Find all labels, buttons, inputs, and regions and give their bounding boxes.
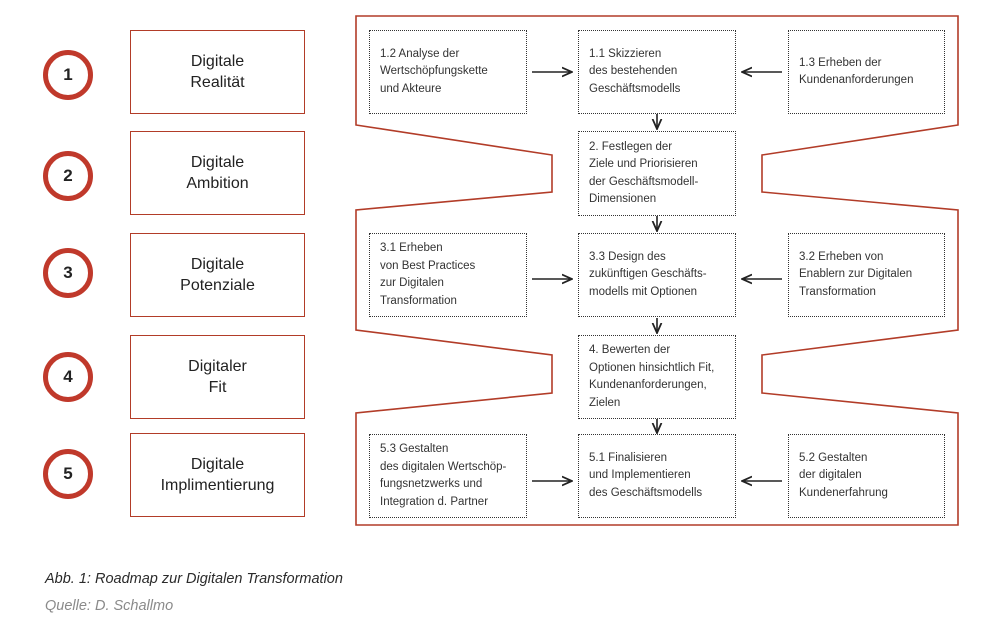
step-3-2-box: 3.2 Erheben von Enablern zur Digitalen T… bbox=[788, 233, 945, 317]
figure-caption: Abb. 1: Roadmap zur Digitalen Transforma… bbox=[45, 571, 343, 587]
phase-number-badge: 5 bbox=[43, 449, 93, 499]
phase-label-line: Ambition bbox=[186, 175, 249, 192]
step-5-2-box: 5.2 Gestalten der digitalen Kundenerfahr… bbox=[788, 434, 945, 518]
phase-box-digitaler-fit: Digitaler Fit bbox=[130, 335, 305, 419]
step-3-1-box: 3.1 Erheben von Best Practices zur Digit… bbox=[369, 233, 527, 317]
step-3-3-box: 3.3 Design des zukünftigen Geschäfts- mo… bbox=[578, 233, 736, 317]
step-text-line: Enablern zur Digitalen bbox=[799, 268, 913, 281]
phase-box-digitale-potenziale: Digitale Potenziale bbox=[130, 233, 305, 317]
phase-label-line: Implimentierung bbox=[160, 477, 275, 494]
phase-number-badge: 4 bbox=[43, 352, 93, 402]
phase-label-line: Fit bbox=[208, 379, 227, 396]
step-text-line: der digitalen bbox=[799, 469, 862, 482]
step-text-line: 1.3 Erheben der bbox=[799, 56, 882, 69]
phase-box-digitale-ambition: Digitale Ambition bbox=[130, 131, 305, 215]
phase-label-line: Potenziale bbox=[180, 277, 255, 294]
step-5-1-box: 5.1 Finalisieren und Implementieren des … bbox=[578, 434, 736, 518]
phase-box-digitale-realitaet: Digitale Realität bbox=[130, 30, 305, 114]
step-1-3-box: 1.3 Erheben der Kundenanforderungen bbox=[788, 30, 945, 114]
phase-number-badge: 2 bbox=[43, 151, 93, 201]
step-text-line: 1.1 Skizzieren bbox=[589, 47, 662, 60]
roadmap-frame bbox=[355, 15, 959, 526]
phase-label-line: Digitaler bbox=[188, 358, 247, 375]
step-text-line: 4. Bewerten der bbox=[589, 344, 671, 356]
step-text-line: fungsnetzwerks und bbox=[380, 478, 483, 490]
step-5-3-box: 5.3 Gestalten des digitalen Wertschöp- f… bbox=[369, 434, 527, 518]
step-text-line: Integration d. Partner bbox=[380, 495, 489, 508]
phase-box-digitale-implimentierung: Digitale Implimentierung bbox=[130, 433, 305, 517]
step-text-line: des Geschäftsmodells bbox=[589, 486, 703, 499]
step-text-line: Zielen bbox=[589, 396, 621, 409]
phase-label-line: Realität bbox=[190, 74, 245, 91]
step-text-line: des bestehenden bbox=[589, 65, 678, 78]
step-text-line: Wertschöpfungskette bbox=[380, 65, 488, 78]
step-1-2-box: 1.2 Analyse der Wertschöpfungskette und … bbox=[369, 30, 527, 114]
step-text-line: 5.2 Gestalten bbox=[799, 451, 868, 464]
step-text-line: 3.2 Erheben von bbox=[799, 250, 884, 263]
step-text-line: Transformation bbox=[380, 294, 457, 307]
step-1-1-box: 1.1 Skizzieren des bestehenden Geschäfts… bbox=[578, 30, 736, 114]
step-text-line: Kundenanforderungen, bbox=[589, 379, 707, 391]
phase-label-line: Digitale bbox=[190, 256, 245, 273]
step-text-line: 3.3 Design des bbox=[589, 250, 666, 263]
figure-source: Quelle: D. Schallmo bbox=[45, 598, 174, 614]
step-text-line: 5.1 Finalisieren bbox=[589, 451, 667, 464]
step-text-line: von Best Practices bbox=[380, 259, 476, 272]
step-text-line: Kundenerfahrung bbox=[799, 486, 888, 499]
step-2-box: 2. Festlegen der Ziele und Priorisieren … bbox=[578, 131, 736, 216]
step-text-line: und Akteure bbox=[380, 82, 442, 95]
step-text-line: und Implementieren bbox=[589, 469, 691, 482]
phase-number-badge: 3 bbox=[43, 248, 93, 298]
step-4-box: 4. Bewerten der Optionen hinsichtlich Fi… bbox=[578, 335, 736, 419]
step-text-line: 2. Festlegen der bbox=[589, 140, 673, 153]
step-text-line: Optionen hinsichtlich Fit, bbox=[589, 361, 715, 374]
step-text-line: 1.2 Analyse der bbox=[380, 47, 460, 60]
step-text-line: zukünftigen Geschäfts- bbox=[589, 268, 707, 281]
phase-label-line: Digitale bbox=[190, 154, 245, 171]
step-text-line: Geschäftsmodells bbox=[589, 82, 681, 95]
step-text-line: 5.3 Gestalten bbox=[380, 443, 449, 455]
step-text-line: Ziele und Priorisieren bbox=[589, 158, 698, 170]
step-text-line: zur Digitalen bbox=[380, 277, 444, 289]
phase-number-badge: 1 bbox=[43, 50, 93, 100]
phase-label-line: Digitale bbox=[190, 456, 245, 473]
step-text-line: Transformation bbox=[799, 285, 876, 298]
step-text-line: Kundenanforderungen bbox=[799, 74, 914, 86]
step-text-line: Dimensionen bbox=[589, 193, 657, 205]
step-text-line: modells mit Optionen bbox=[589, 285, 698, 298]
step-text-line: des digitalen Wertschöp- bbox=[380, 460, 507, 473]
phase-label-line: Digitale bbox=[190, 53, 245, 70]
step-text-line: 3.1 Erheben bbox=[380, 242, 443, 254]
step-text-line: der Geschäftsmodell- bbox=[589, 175, 699, 188]
